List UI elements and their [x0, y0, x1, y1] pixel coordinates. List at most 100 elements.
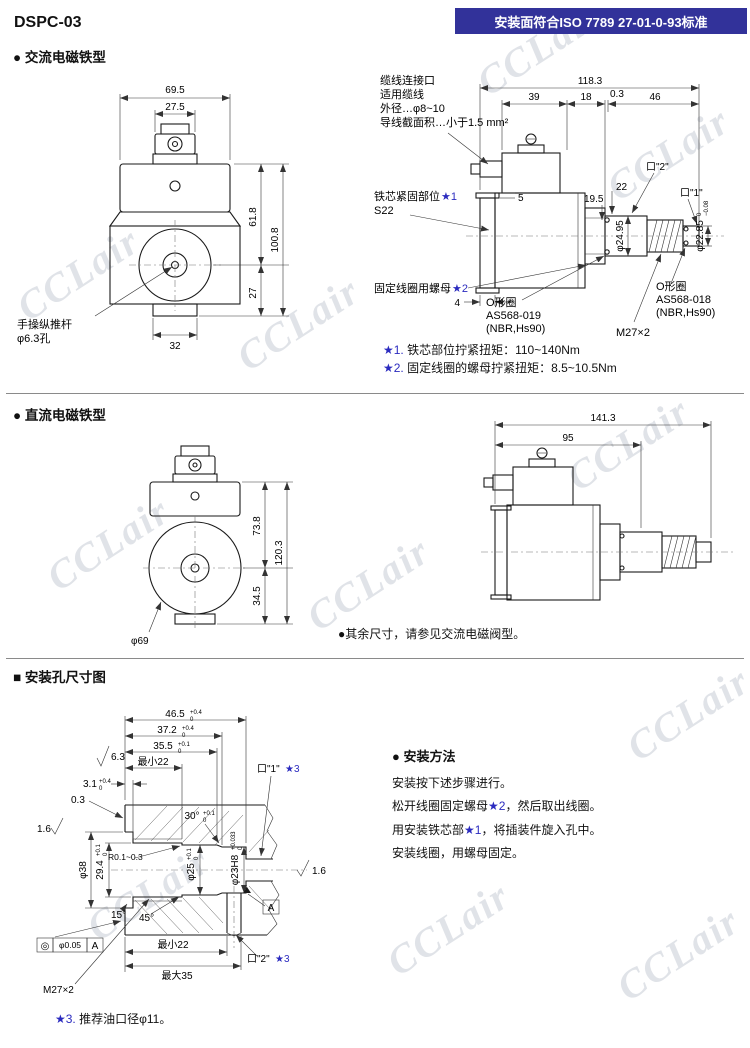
gdt-frame [36, 899, 280, 953]
dim-dia-23h8-value: φ23H8 [230, 854, 241, 885]
dim-39: 39 [528, 92, 540, 103]
section-heading-ac: ● 交流电磁铁型 [13, 50, 106, 65]
dim-35-5-tol-u: +0.1 [178, 742, 191, 748]
method-step-text: 松开线圈固定螺母 [392, 799, 489, 814]
installation-method-heading: ● 安装方法 [392, 749, 456, 764]
coil-nut-label: 固定线圈用螺母 [374, 281, 451, 295]
manual-rod-label: 手操纵推杆 [17, 317, 72, 331]
dim-width-knob: 27.5 [165, 102, 185, 113]
method-step-star: ★2 [488, 799, 506, 814]
dim-35-5-tol-l: 0 [178, 749, 182, 755]
installation-method: ● 安装方法 安装按下述步骤进行。 松开线圈固定螺母★2，然后取出线圈。 用安装… [392, 746, 727, 866]
method-step-text: 安装线圈，用螺母固定。 [392, 846, 525, 861]
dc-front-view-drawing: 73.8 34.5 120.3 φ69 [131, 445, 293, 647]
dim-dia-22-85-tol-upper: 0 [697, 212, 703, 216]
gdt-datum-ref: A [92, 941, 99, 952]
dim-port-max35: 最大35 [161, 969, 193, 982]
method-step-text: 安装按下述步骤进行。 [392, 776, 513, 790]
dim-5: 5 [518, 193, 524, 204]
dim-4: 4 [454, 298, 460, 309]
dim-dia-38: φ38 [78, 861, 89, 879]
dim-3-1-tol-l: 0 [99, 786, 103, 792]
dim-37-2-tol-u: +0.4 [182, 726, 195, 732]
dim-29-4-value: 29.4 [95, 860, 106, 880]
cable-note-line1: 缆线连接口 [380, 73, 435, 87]
angle-30: 30° [184, 811, 199, 822]
dc-side-view-drawing: 141.3 95 [481, 413, 733, 601]
port-1-label: 口"1" [257, 764, 280, 775]
oring-b-label: O形圈 [656, 280, 687, 293]
dim-18: 18 [580, 92, 592, 103]
port-2-label: 口"2" [247, 954, 270, 965]
dim-46-5-tol-l: 0 [190, 717, 194, 723]
oring-b-part: AS568-018 [656, 294, 711, 306]
centerlines [143, 516, 247, 628]
solenoid-side-outline [470, 133, 700, 294]
dimension-lines [409, 84, 712, 323]
datum-triangle [243, 887, 251, 893]
dim-29-4-tol-u: +0.1 [96, 843, 102, 856]
datum-label: A [268, 903, 275, 914]
bore-details [133, 804, 280, 937]
mounting-hole-drawing: 46.5 +0.4 0 37.2 +0.4 0 35.5 +0.1 0 最小22… [36, 709, 326, 996]
iso-standard-banner: 安装面符合ISO 7789 27-01-0-93标准 [455, 8, 747, 34]
dim-3-1: 3.1 [83, 779, 97, 790]
dimension-lines [94, 94, 289, 340]
torque-note-2: ★2. 固定线圈的螺母拧紧扭矩：8.5~10.5Nm [383, 359, 617, 376]
dim-width-body: 69.5 [165, 85, 185, 96]
dim-95: 95 [562, 433, 574, 444]
dim-dia-22-85: φ22.85 0 −0.08 [695, 200, 710, 252]
dim-port-min22: 最小22 [157, 939, 189, 951]
angle-15: 15° [111, 910, 126, 921]
dim-min22-depth: 最小22 [137, 756, 169, 768]
method-step-text: 用安装铁芯部 [392, 822, 465, 837]
oring-a-material: (NBR,Hs90) [486, 323, 545, 335]
dim-46-5: 46.5 [165, 709, 185, 720]
finish-1-6-left: 1.6 [37, 824, 51, 835]
thread-label: M27×2 [616, 327, 650, 339]
dim-37-2: 37.2 [157, 725, 177, 736]
dim-height-lower: 27 [248, 287, 259, 299]
finish-1-6-right: 1.6 [312, 866, 326, 877]
dim-height-upper: 73.8 [252, 516, 263, 536]
method-step-star: ★1 [464, 822, 482, 837]
finish-6-3: 6.3 [111, 752, 125, 763]
dimension-lines [148, 481, 293, 633]
ac-side-view-drawing: 缆线连接口 适用缆线 外径…φ8~10 导线截面积…小于1.5 mm² 118.… [374, 73, 724, 339]
dim-46: 46 [649, 92, 661, 103]
dim-dia-24-95: φ24.95 [615, 220, 626, 252]
torque-note-1: ★1. 铁芯部位拧紧扭矩：110~140Nm [383, 341, 580, 358]
torque-note-2-text: 固定线圈的螺母拧紧扭矩：8.5~10.5Nm [403, 361, 617, 375]
coil-nut-star: ★2 [452, 283, 468, 295]
torque-note-2-star: ★2. [383, 361, 404, 375]
oring-a-label: O形圈 [486, 296, 517, 309]
centerlines [129, 220, 221, 311]
model-code: DSPC-03 [14, 14, 82, 31]
manual-rod-hole-label: φ6.3孔 [17, 332, 50, 345]
port-diameter-note: ★3. 推荐油口径φ11。 [55, 1010, 171, 1027]
dim-dia-25: φ25 +0.1 0 [186, 847, 200, 880]
dim-height-total: 100.8 [270, 227, 281, 252]
core-tighten-label: 铁芯紧固部位 [374, 189, 440, 203]
dim-dia-69: φ69 [131, 636, 149, 647]
dim-total-length: 118.3 [578, 76, 603, 87]
dc-other-dims-note: ●其余尺寸，请参见交流电磁阀型。 [338, 627, 526, 641]
dim-height-total: 120.3 [274, 540, 285, 565]
dim-35-5: 35.5 [153, 741, 173, 752]
dim-dia-25-tol-l: 0 [194, 856, 200, 860]
dim-dia-22-85-value: φ22.85 [695, 220, 706, 252]
section-divider [6, 658, 744, 659]
dim-total-length: 141.3 [590, 413, 615, 424]
dim-29-4: 29.4 +0.1 0 [95, 843, 109, 879]
surface-finish-symbols [50, 745, 310, 877]
core-s22-label: S22 [374, 205, 394, 217]
watermark-text: CCLair [608, 897, 748, 1010]
dim-dia-23h8-tol-l: 0 [238, 846, 244, 850]
centerlines [111, 869, 307, 948]
dc-solenoid-side-outline [483, 447, 712, 601]
method-step-text: ，将插装件旋入孔中。 [481, 822, 602, 837]
ac-front-view-drawing: 69.5 27.5 61.8 27 100.8 32 手操纵推杆 φ6.3孔 [17, 85, 289, 352]
oring-b-material: (NBR,Hs90) [656, 307, 715, 319]
section-hatching [134, 805, 270, 935]
